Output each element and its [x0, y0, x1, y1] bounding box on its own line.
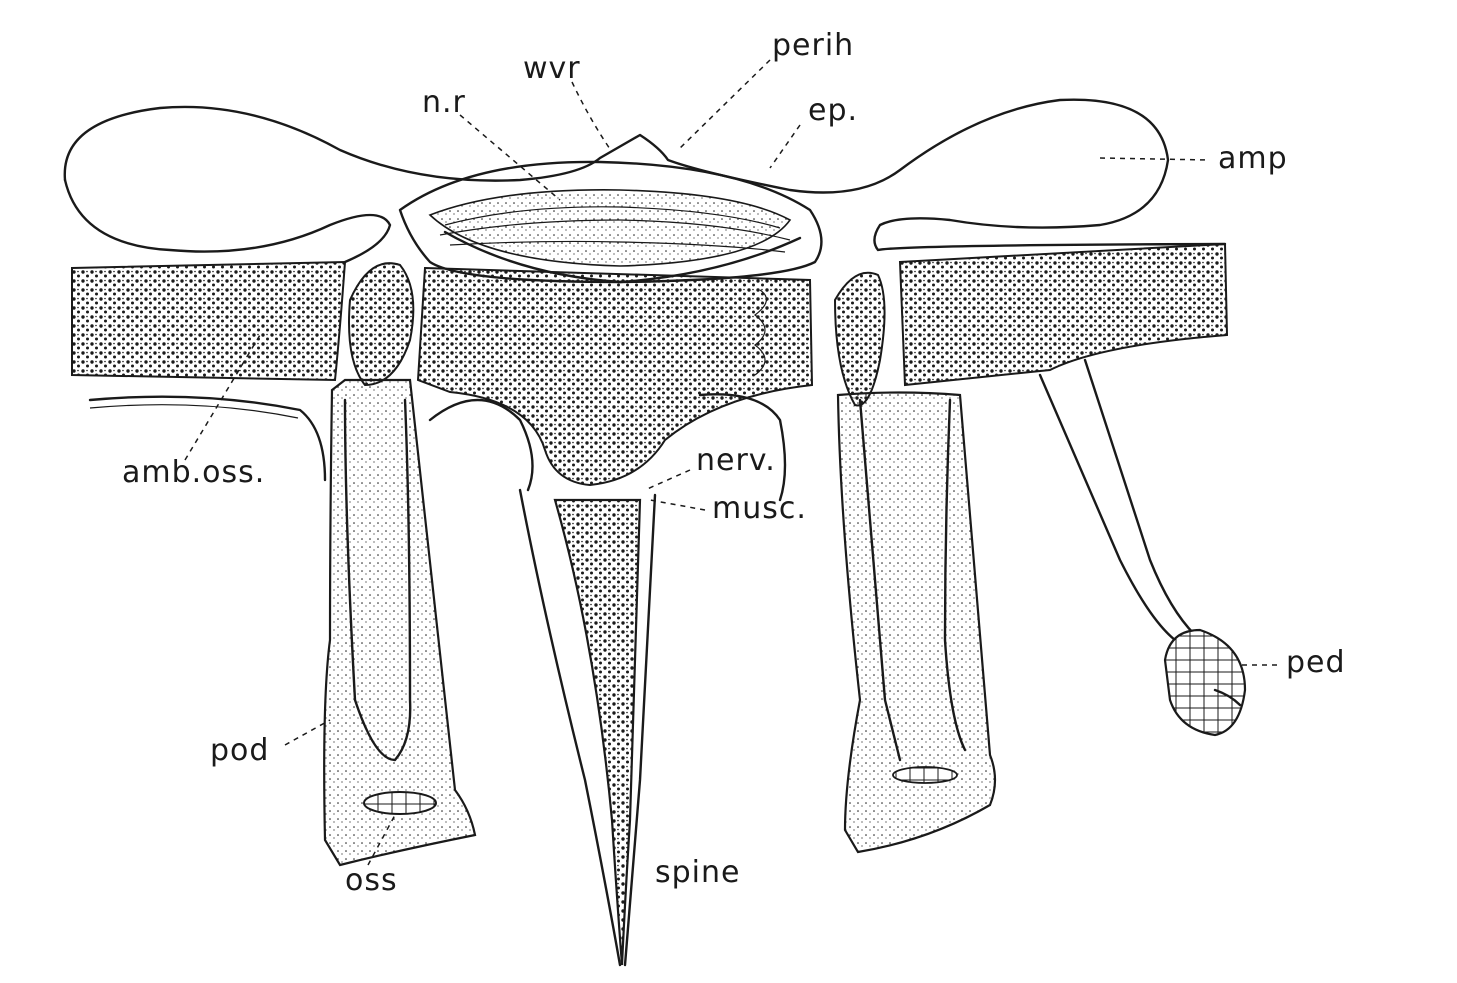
leader-nr — [459, 114, 561, 201]
ossicle — [363, 791, 437, 815]
label-amb-oss: amb.oss. — [122, 455, 265, 490]
perihaemal-canal — [398, 160, 823, 284]
ampulla-left — [63, 98, 1227, 252]
leader-pod — [284, 719, 331, 746]
lobe-left — [348, 262, 415, 387]
leader-wvr — [571, 81, 613, 153]
leader-nerv — [644, 469, 691, 491]
leader-musc — [649, 499, 706, 511]
ambulacral-ossicle-left — [71, 260, 347, 382]
label-spine: spine — [655, 855, 740, 890]
pedicellaria-head — [1163, 628, 1247, 737]
label-nr: n.r — [422, 85, 466, 120]
nerve-ring — [428, 189, 792, 267]
leader-ep — [769, 124, 801, 169]
spine — [553, 498, 642, 966]
central-ossicle — [416, 266, 814, 487]
pedicellaria-stalk — [1038, 358, 1197, 642]
label-wvr: wvr — [523, 51, 581, 86]
label-oss: oss — [345, 863, 398, 898]
label-ped: ped — [1286, 645, 1346, 680]
label-ep: ep. — [808, 93, 858, 128]
label-pod: pod — [210, 733, 269, 768]
lobe-right — [833, 271, 886, 407]
label-nerv: nerv. — [696, 443, 776, 478]
leader-amp — [1099, 157, 1211, 161]
leader-perih — [677, 59, 771, 151]
label-musc: musc. — [712, 491, 807, 526]
leader-amb-oss — [184, 334, 261, 461]
label-amp: amp — [1218, 141, 1288, 176]
label-perih: perih — [772, 28, 854, 63]
podium-right — [836, 391, 997, 854]
ambulacral-ossicle-right — [898, 242, 1229, 387]
podium-left — [323, 378, 477, 867]
